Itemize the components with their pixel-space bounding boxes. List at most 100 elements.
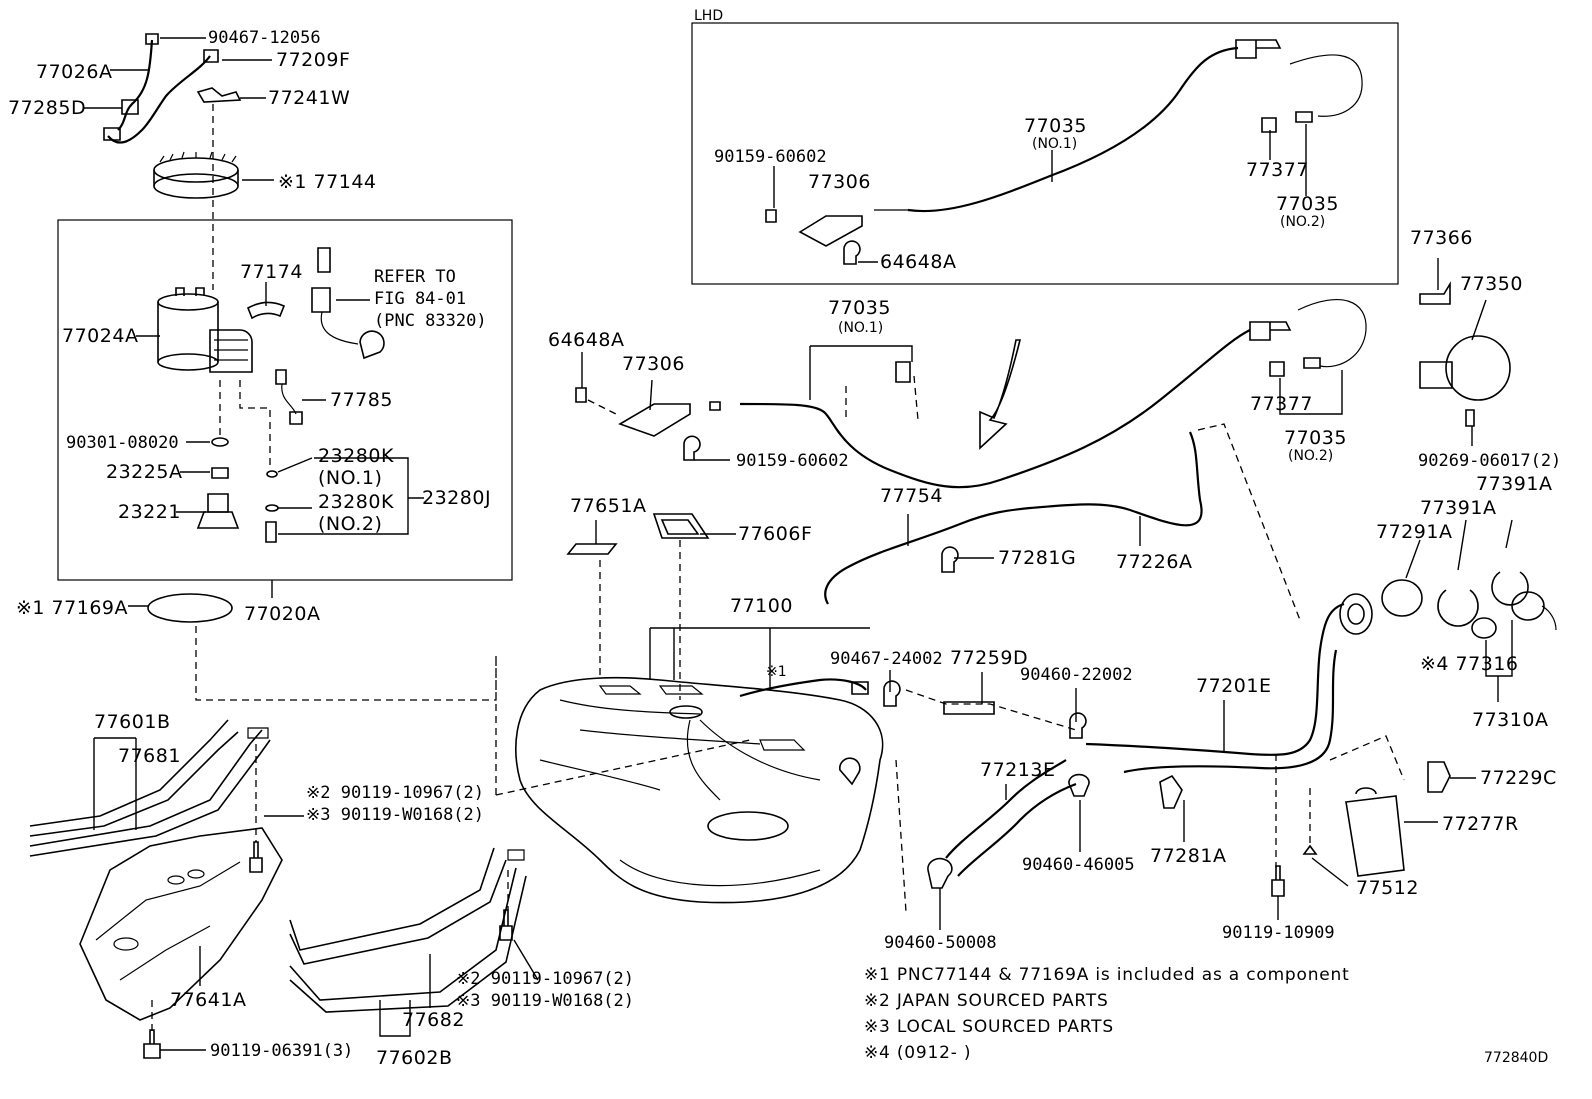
label-no2-main: (NO.2) bbox=[1288, 448, 1333, 464]
label-lhd: LHD bbox=[694, 8, 723, 24]
pad-dash bbox=[599, 540, 681, 700]
pump-dash-lines bbox=[195, 104, 497, 795]
hinge-77366 bbox=[1419, 281, 1451, 305]
main-cable bbox=[575, 299, 1367, 489]
label-77306: 77306 bbox=[622, 353, 685, 375]
label-77213e: 77213E bbox=[980, 759, 1055, 781]
label-77306-lhd: 77306 bbox=[808, 171, 871, 193]
label-77144: ※1 77144 bbox=[278, 171, 377, 193]
nut-77512 bbox=[1302, 844, 1318, 855]
clamp-90460-50008 bbox=[927, 857, 953, 889]
hose-77213e bbox=[945, 759, 1077, 877]
label-77681: 77681 bbox=[118, 745, 181, 767]
ring-77391a-1 bbox=[1437, 589, 1479, 627]
label-64648a: 64648A bbox=[548, 329, 624, 351]
label-23280k-2: 23280K bbox=[318, 491, 394, 513]
footnotes: ※1 PNC77144 & 77169A is included as a co… bbox=[864, 965, 1349, 1063]
label-77024a: 77024A bbox=[62, 325, 138, 347]
label-77281a: 77281A bbox=[1150, 845, 1226, 867]
label-refer-2: FIG 84-01 bbox=[374, 289, 466, 309]
label-23225a: 23225A bbox=[106, 461, 182, 483]
fuel-pump-hoses bbox=[103, 33, 219, 144]
label-77377-lhd: 77377 bbox=[1246, 159, 1309, 181]
filler-dash bbox=[1197, 423, 1301, 621]
label-23280k-1: 23280K bbox=[318, 445, 394, 467]
label-90159-60602-lhd: 90159-60602 bbox=[714, 147, 827, 167]
part-labels: 90467-12056 77026A 77209F 77285D 77241W … bbox=[8, 8, 1561, 1069]
fuel-door-base bbox=[1419, 361, 1453, 389]
label-77201e: 77201E bbox=[1196, 675, 1271, 697]
label-refer-1: REFER TO bbox=[374, 267, 456, 287]
label-77682: 77682 bbox=[402, 1009, 465, 1031]
label-64648a-lhd: 64648A bbox=[880, 251, 956, 273]
bolt-90119-left bbox=[249, 841, 263, 873]
label-no1-main: (NO.1) bbox=[838, 320, 883, 336]
clip-77241w bbox=[196, 87, 242, 103]
label-77310a: 77310A bbox=[1472, 709, 1548, 731]
hose-77259d bbox=[943, 701, 995, 715]
fuel-pump-77024a bbox=[157, 287, 253, 373]
clamp-90467-24002 bbox=[883, 680, 901, 707]
lhd-cable bbox=[765, 39, 1363, 265]
label-90119-w0168-a: ※3 90119-W0168(2) bbox=[306, 805, 484, 825]
gasket-77169a bbox=[147, 593, 233, 623]
label-77641a: 77641A bbox=[170, 989, 246, 1011]
label-77277r: 77277R bbox=[1442, 813, 1519, 835]
label-77020a: 77020A bbox=[244, 603, 320, 625]
oring-23280k-2 bbox=[265, 504, 279, 512]
screw-90269 bbox=[1465, 409, 1475, 427]
lhd-inset-frame bbox=[691, 22, 1399, 285]
label-77291a: 77291A bbox=[1376, 521, 1452, 543]
label-77350: 77350 bbox=[1460, 273, 1523, 295]
clamp-90460-46005 bbox=[1068, 773, 1090, 797]
label-90269-06017: 90269-06017(2) bbox=[1418, 451, 1561, 471]
label-mark1: ※1 bbox=[766, 664, 787, 680]
label-90467-12056: 90467-12056 bbox=[208, 28, 321, 48]
retainer-ring-77144 bbox=[153, 151, 239, 199]
oring-23280k-1 bbox=[266, 470, 278, 478]
label-77285d: 77285D bbox=[8, 97, 86, 119]
label-77281g: 77281G bbox=[998, 547, 1076, 569]
label-77035b-lhd: 77035 bbox=[1276, 193, 1339, 215]
box-77277r bbox=[1345, 787, 1405, 877]
label-77026a: 77026A bbox=[36, 61, 112, 83]
fuel-tank-77100 bbox=[515, 676, 884, 904]
figure-id: 772840D bbox=[1484, 1050, 1548, 1066]
label-no1-a: (NO.1) bbox=[318, 467, 382, 489]
bolt-90119-10909 bbox=[1271, 865, 1285, 897]
label-77651a: 77651A bbox=[570, 495, 646, 517]
label-77169a: ※1 77169A bbox=[16, 597, 128, 619]
clamp-90460-22002 bbox=[1069, 712, 1087, 739]
label-77035-lhd: 77035 bbox=[1024, 115, 1087, 137]
label-77606f: 77606F bbox=[738, 523, 812, 545]
wire-77785 bbox=[275, 369, 303, 425]
label-no2-a: (NO.2) bbox=[318, 513, 382, 535]
label-77100: 77100 bbox=[730, 595, 793, 617]
direction-arrow bbox=[979, 339, 1022, 450]
label-77602b: 77602B bbox=[376, 1047, 452, 1069]
label-23221: 23221 bbox=[118, 501, 181, 523]
label-77229c: 77229C bbox=[1480, 767, 1557, 789]
filler-dash-2 bbox=[1275, 735, 1405, 868]
o-ring-90301 bbox=[211, 437, 229, 447]
sender-gauge bbox=[311, 247, 385, 360]
label-77366: 77366 bbox=[1410, 227, 1473, 249]
bolt-90119-06391 bbox=[143, 1029, 161, 1059]
clip-77281a bbox=[1159, 774, 1183, 809]
label-90460-46005: 90460-46005 bbox=[1022, 855, 1135, 875]
filler-pipe-77201e bbox=[1085, 593, 1373, 774]
protector-77641a bbox=[79, 827, 283, 1021]
pump-assembly-frame bbox=[57, 219, 513, 581]
label-77174: 77174 bbox=[240, 261, 303, 283]
label-90460-50008: 90460-50008 bbox=[884, 933, 997, 953]
label-90119-10967-b: ※2 90119-10967(2) bbox=[456, 969, 634, 989]
label-77391a-b: 77391A bbox=[1420, 497, 1496, 519]
vent-tube-77754 bbox=[824, 431, 1203, 605]
footnote-4: ※4 (0912- ) bbox=[864, 1043, 971, 1063]
bolt-90119-right bbox=[499, 909, 513, 941]
label-77512: 77512 bbox=[1356, 877, 1419, 899]
band-77601b bbox=[29, 719, 271, 857]
label-90159-60602: 90159-60602 bbox=[736, 451, 849, 471]
label-90467-24002: 90467-24002 bbox=[830, 649, 943, 669]
